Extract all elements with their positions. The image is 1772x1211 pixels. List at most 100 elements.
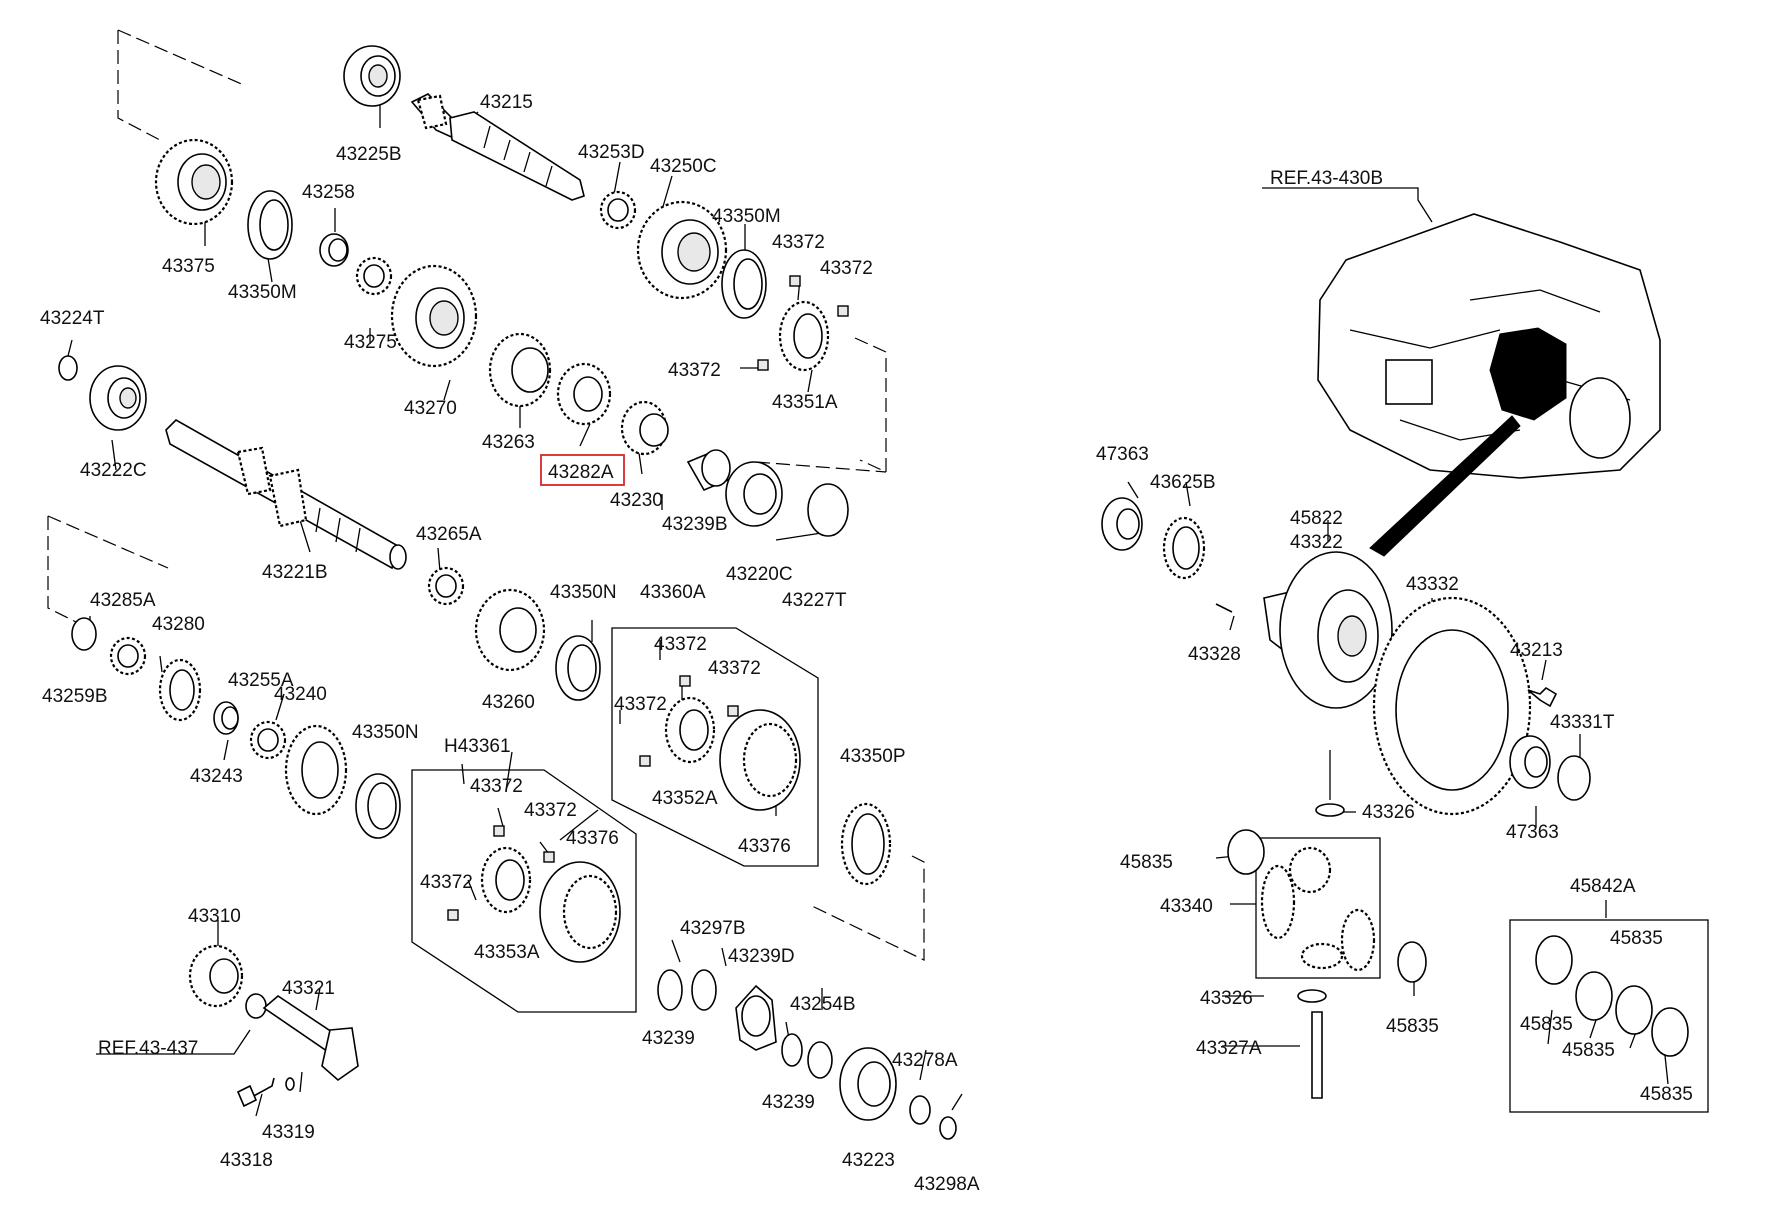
label-43625B[interactable]: 43625B xyxy=(1150,472,1216,493)
label-43215[interactable]: 43215 xyxy=(480,92,533,113)
label-45835-a[interactable]: 45835 xyxy=(1120,852,1173,873)
label-43319[interactable]: 43319 xyxy=(262,1122,315,1143)
label-43353A[interactable]: 43353A xyxy=(474,942,540,963)
label-43250C[interactable]: 43250C xyxy=(650,156,717,177)
upper-shaft-parts xyxy=(154,45,849,537)
bolt-43318 xyxy=(236,1077,275,1108)
bolt-43213 xyxy=(1527,686,1558,708)
label-43280[interactable]: 43280 xyxy=(152,614,205,635)
label-43255A[interactable]: 43255A xyxy=(228,670,294,691)
label-43230[interactable]: 43230 xyxy=(610,490,663,511)
label-43239-a[interactable]: 43239 xyxy=(642,1028,695,1049)
differential-case-45822 xyxy=(1263,551,1393,709)
ring-gear-43332 xyxy=(1372,596,1532,816)
label-43350N-a[interactable]: 43350N xyxy=(550,582,617,603)
synchro-ring-43350N-lower xyxy=(355,773,401,839)
label-45835-f[interactable]: 45835 xyxy=(1640,1084,1693,1105)
label-43372-i[interactable]: 43372 xyxy=(420,872,473,893)
guide-lines xyxy=(47,29,925,961)
label-43227T[interactable]: 43227T xyxy=(782,590,847,611)
label-43240[interactable]: 43240 xyxy=(274,684,327,705)
label-43375[interactable]: 43375 xyxy=(162,256,215,277)
label-43332[interactable]: 43332 xyxy=(1406,574,1459,595)
label-43310[interactable]: 43310 xyxy=(188,906,241,927)
label-43275[interactable]: 43275 xyxy=(344,332,397,353)
label-43318[interactable]: 43318 xyxy=(220,1150,273,1171)
label-45842A[interactable]: 45842A xyxy=(1570,876,1636,897)
label-43326-a[interactable]: 43326 xyxy=(1362,802,1415,823)
label-43372-c[interactable]: 43372 xyxy=(668,360,721,381)
label-43253D[interactable]: 43253D xyxy=(578,142,645,163)
label-REF-43-430B[interactable]: REF.43-430B xyxy=(1270,168,1383,189)
label-43331T[interactable]: 43331T xyxy=(1550,712,1615,733)
label-43372-e[interactable]: 43372 xyxy=(708,658,761,679)
label-43239-b[interactable]: 43239 xyxy=(762,1092,815,1113)
label-43326-b[interactable]: 43326 xyxy=(1200,988,1253,1009)
label-43351A[interactable]: 43351A xyxy=(772,392,838,413)
label-43350M-a[interactable]: 43350M xyxy=(228,282,297,303)
callout-labels: 43215 43225B 43253D 43250C 43375 43258 4… xyxy=(40,92,1693,1195)
label-43322[interactable]: 43322 xyxy=(1290,532,1343,553)
label-45835-c[interactable]: 45835 xyxy=(1386,1016,1439,1037)
label-43222C[interactable]: 43222C xyxy=(80,460,147,481)
label-43372-f[interactable]: 43372 xyxy=(614,694,667,715)
label-43372-d[interactable]: 43372 xyxy=(654,634,707,655)
label-43243[interactable]: 43243 xyxy=(190,766,243,787)
label-43270[interactable]: 43270 xyxy=(404,398,457,419)
label-43254B[interactable]: 43254B xyxy=(790,994,856,1015)
key-43372-c xyxy=(757,359,769,371)
label-43258[interactable]: 43258 xyxy=(302,182,355,203)
washer-43326-upper xyxy=(1315,803,1345,817)
label-43352A[interactable]: 43352A xyxy=(652,788,718,809)
shim-box-45842A xyxy=(1509,919,1709,1113)
label-43224T[interactable]: 43224T xyxy=(40,308,105,329)
label-43376-a[interactable]: 43376 xyxy=(566,828,619,849)
synchro-box-H43361 xyxy=(411,769,637,1013)
label-45835-b[interactable]: 45835 xyxy=(1610,928,1663,949)
label-43221B[interactable]: 43221B xyxy=(262,562,328,583)
label-43360A[interactable]: 43360A xyxy=(640,582,706,603)
label-43213[interactable]: 43213 xyxy=(1510,640,1563,661)
label-43372-h[interactable]: 43372 xyxy=(524,800,577,821)
label-43372-a[interactable]: 43372 xyxy=(772,232,825,253)
label-43285A[interactable]: 43285A xyxy=(90,590,156,611)
differential-gears-43340 xyxy=(1260,846,1376,972)
gear-43260 xyxy=(474,588,546,672)
label-43297B[interactable]: 43297B xyxy=(680,918,746,939)
label-45835-d[interactable]: 45835 xyxy=(1520,1014,1573,1035)
label-43328[interactable]: 43328 xyxy=(1188,644,1241,665)
label-43327A[interactable]: 43327A xyxy=(1196,1038,1262,1059)
label-47363-b[interactable]: 47363 xyxy=(1506,822,1559,843)
label-43278A[interactable]: 43278A xyxy=(892,1050,958,1071)
label-43239D[interactable]: 43239D xyxy=(728,946,795,967)
label-43372-b[interactable]: 43372 xyxy=(820,258,873,279)
highlighted-callout-43282A[interactable]: 43282A xyxy=(540,454,625,486)
label-47363-a[interactable]: 47363 xyxy=(1096,444,1149,465)
label-43298A[interactable]: 43298A xyxy=(914,1174,980,1195)
label-43350P[interactable]: 43350P xyxy=(840,746,906,767)
label-43321[interactable]: 43321 xyxy=(282,978,335,999)
shims-45842A xyxy=(1535,935,1689,1057)
label-43376-b[interactable]: 43376 xyxy=(738,836,791,857)
label-H43361[interactable]: H43361 xyxy=(444,736,511,757)
label-REF-43-437[interactable]: REF.43-437 xyxy=(98,1038,198,1059)
label-43263[interactable]: 43263 xyxy=(482,432,535,453)
sleeve-43243 xyxy=(213,701,239,735)
bearing-43223 xyxy=(839,1047,897,1121)
label-45822[interactable]: 45822 xyxy=(1290,508,1343,529)
label-43239B[interactable]: 43239B xyxy=(662,514,728,535)
label-43350N-b[interactable]: 43350N xyxy=(352,722,419,743)
label-43265A[interactable]: 43265A xyxy=(416,524,482,545)
label-43260[interactable]: 43260 xyxy=(482,692,535,713)
label-43350M-b[interactable]: 43350M xyxy=(712,206,781,227)
label-43282A[interactable]: 43282A xyxy=(548,462,614,483)
label-43372-g[interactable]: 43372 xyxy=(470,776,523,797)
label-43259B[interactable]: 43259B xyxy=(42,686,108,707)
label-43225B[interactable]: 43225B xyxy=(336,144,402,165)
key-43372-b xyxy=(837,305,849,317)
label-43220C[interactable]: 43220C xyxy=(726,564,793,585)
label-45835-e[interactable]: 45835 xyxy=(1562,1040,1615,1061)
bearing-47363-lower xyxy=(1509,735,1551,789)
label-43223[interactable]: 43223 xyxy=(842,1150,895,1171)
label-43340[interactable]: 43340 xyxy=(1160,896,1213,917)
